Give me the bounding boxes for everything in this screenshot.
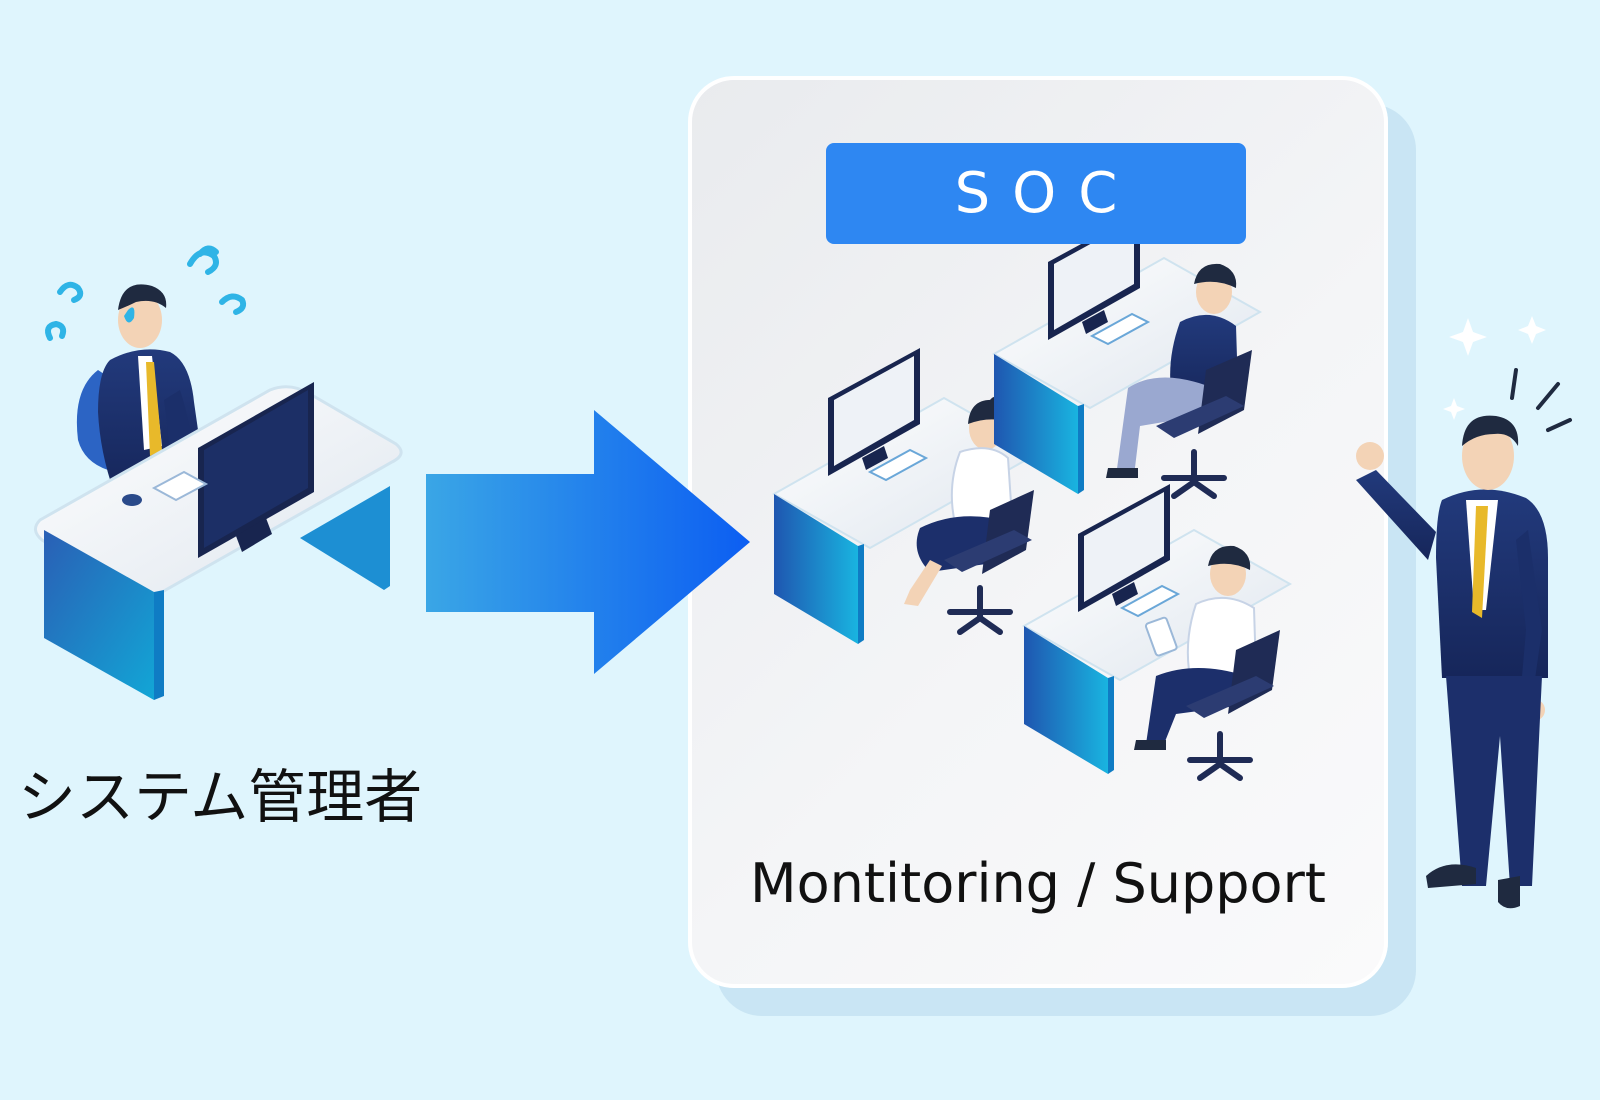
soc-title-text: SOC [954, 161, 1140, 226]
soc-office-illustration [771, 212, 1293, 781]
happy-client [1356, 316, 1572, 909]
sparkle-icon [1443, 316, 1546, 420]
soc-caption: Montitoring / Support [750, 852, 1326, 915]
flow-arrow [426, 410, 750, 674]
soc-operator [1134, 545, 1280, 781]
soc-desk-2 [991, 212, 1263, 499]
soc-operator [1106, 263, 1252, 499]
stressed-admin-at-desk [34, 245, 403, 700]
system-admin-label: システム管理者 [18, 763, 423, 831]
soc-desk-3 [1021, 484, 1293, 781]
sweat-swirl-icon [45, 245, 247, 341]
soc-title-badge: SOC [826, 143, 1246, 244]
